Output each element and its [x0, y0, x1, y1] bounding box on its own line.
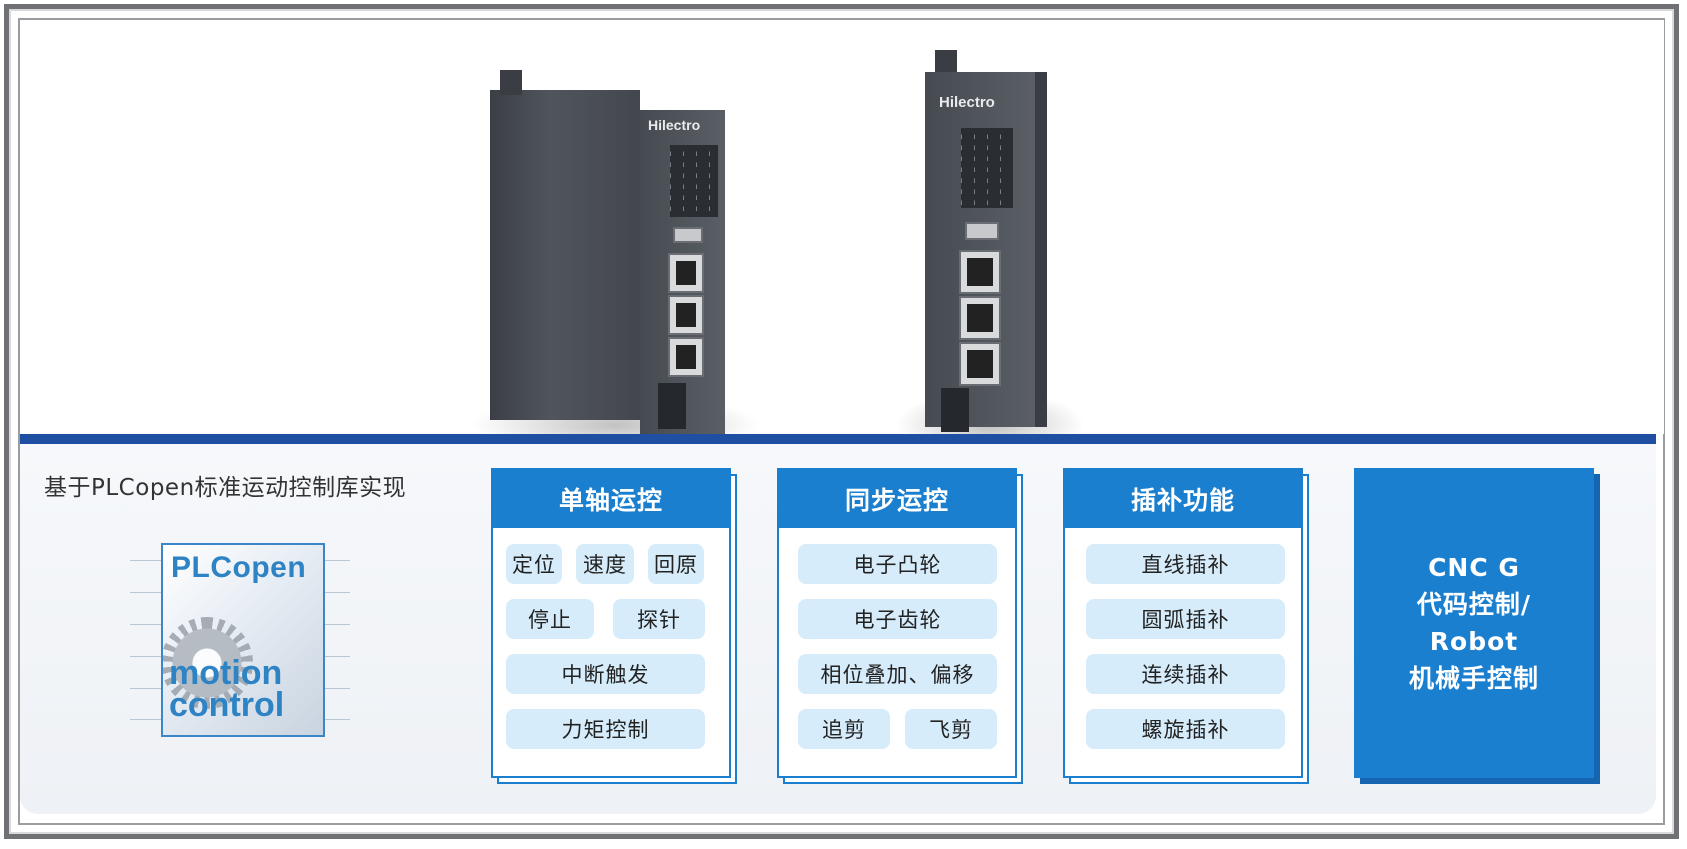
- cnc-line-2: 代码控制/: [1416, 590, 1532, 619]
- feature-pill: 速度: [576, 544, 634, 584]
- card-title: 同步运控: [779, 470, 1015, 528]
- card-cnc-robot: CNC G 代码控制/ Robot 机械手控制: [1354, 468, 1600, 784]
- device-brand-label: Hilectro: [648, 117, 701, 133]
- ethernet-port-3: [668, 337, 704, 377]
- headline-text: 基于PLCopen标准运动控制库实现: [44, 475, 407, 501]
- feature-pill: 回原: [648, 544, 704, 584]
- feature-pill: 相位叠加、偏移: [798, 654, 997, 694]
- product-photo-area: Hilectro Hilectro: [20, 20, 1664, 460]
- feature-pill: 飞剪: [905, 709, 997, 749]
- ethernet-port-2: [959, 296, 1001, 340]
- card-sync-motion: 同步运控 电子凸轮 电子齿轮 相位叠加、偏移 追剪 飞剪: [777, 468, 1023, 784]
- plcopen-logo: PLCopen motion control: [161, 543, 325, 737]
- card-title: 插补功能: [1065, 470, 1301, 528]
- feature-pill: 停止: [506, 599, 594, 639]
- power-terminal: [941, 388, 969, 432]
- feature-pill: 中断触发: [506, 654, 705, 694]
- io-terminal-block: [961, 128, 1013, 208]
- device-brand-label: Hilectro: [939, 94, 995, 111]
- ethernet-port-3: [959, 342, 1001, 386]
- plc-device-1: Hilectro: [470, 65, 760, 460]
- feature-pill: 电子齿轮: [798, 599, 997, 639]
- io-terminal-block: [670, 145, 718, 217]
- feature-pill: 力矩控制: [506, 709, 705, 749]
- logo-subtitle: motion control: [169, 654, 285, 724]
- feature-pill: 追剪: [798, 709, 890, 749]
- usb-port: [965, 222, 999, 240]
- feature-pill: 定位: [506, 544, 562, 584]
- feature-pill: 直线插补: [1086, 544, 1285, 584]
- plc-device-2: Hilectro: [895, 50, 1085, 460]
- card-interpolation: 插补功能 直线插补 圆弧插补 连续插补 螺旋插补: [1063, 468, 1309, 784]
- feature-pill: 电子凸轮: [798, 544, 997, 584]
- ethernet-port-2: [668, 295, 704, 335]
- card-title: 单轴运控: [493, 470, 729, 528]
- feature-pill: 连续插补: [1086, 654, 1285, 694]
- logo-subtitle-line2: control: [169, 686, 285, 724]
- ethernet-port-1: [959, 250, 1001, 294]
- usb-port: [673, 227, 703, 243]
- logo-subtitle-line1: motion: [169, 654, 283, 692]
- ethernet-port-1: [668, 253, 704, 293]
- feature-pill: 螺旋插补: [1086, 709, 1285, 749]
- logo-title: PLCopen: [171, 551, 307, 584]
- power-terminal: [658, 383, 686, 429]
- cnc-line-4: 机械手控制: [1408, 664, 1539, 693]
- cnc-line-3: Robot: [1429, 627, 1519, 656]
- feature-pill: 圆弧插补: [1086, 599, 1285, 639]
- cnc-line-1: CNC G: [1428, 553, 1520, 582]
- section-divider: [20, 434, 1656, 444]
- gear-icon: [163, 617, 253, 709]
- frame-inner-border: [18, 18, 1665, 825]
- feature-pill: 探针: [613, 599, 705, 639]
- card-single-axis: 单轴运控 定位 速度 回原 停止 探针 中断触发 力矩控制: [491, 468, 737, 784]
